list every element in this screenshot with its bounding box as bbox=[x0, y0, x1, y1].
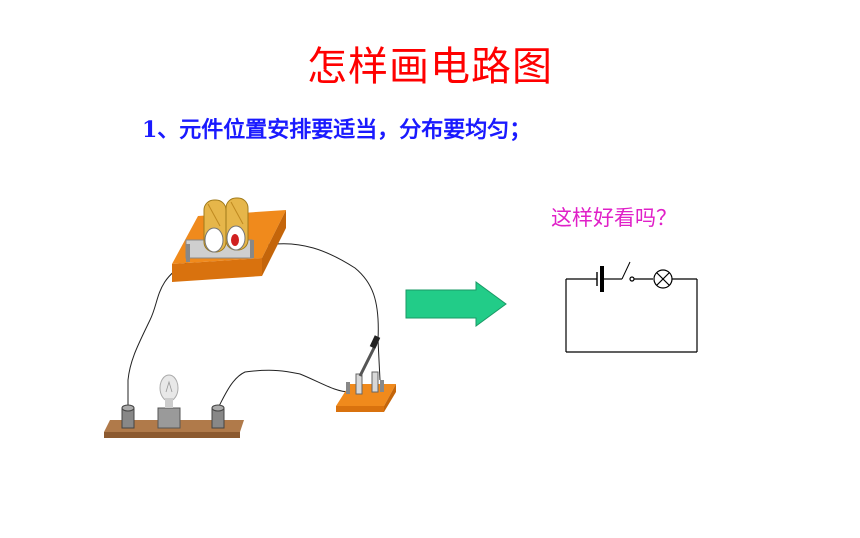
wires bbox=[127, 243, 381, 409]
battery-holder-icon bbox=[172, 197, 286, 282]
right-arrow-icon bbox=[405, 281, 507, 327]
circuit-diagram bbox=[565, 261, 698, 353]
knife-switch-icon bbox=[336, 335, 396, 412]
question-text: 这样好看吗？ bbox=[551, 206, 677, 230]
slide-title: 怎样画电路图 bbox=[307, 44, 553, 90]
point-1-text: 1、元件位置安排要适当，分布要均匀； bbox=[142, 117, 532, 143]
bulb-icon bbox=[104, 374, 244, 438]
